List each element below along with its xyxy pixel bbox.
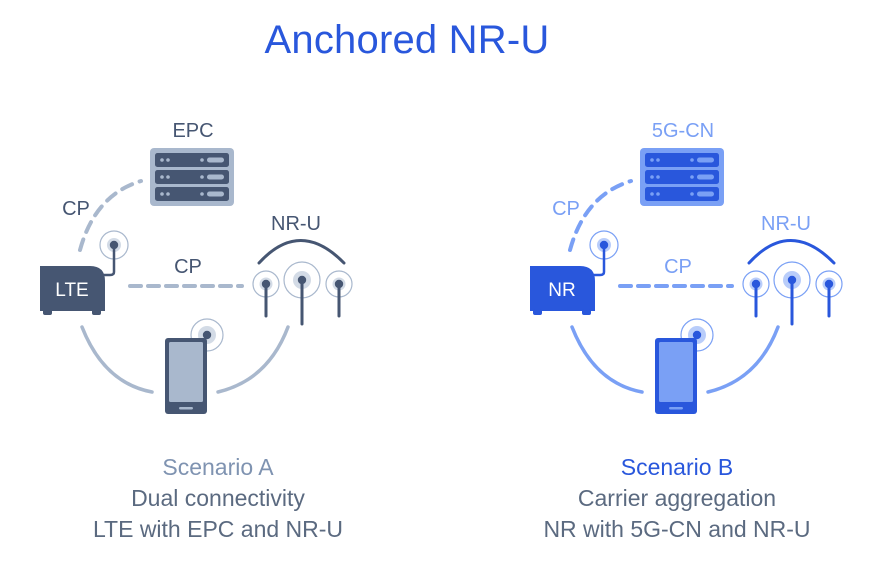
base-station-foot <box>92 309 101 315</box>
server-unit <box>155 170 229 184</box>
server-rack-icon <box>640 148 724 206</box>
server-led <box>690 158 694 162</box>
scenario-b-cp-upper-label: CP <box>552 198 580 220</box>
base-station-body <box>40 266 105 311</box>
server-led <box>690 192 694 196</box>
scenario-b-core-label: 5G-CN <box>652 120 714 142</box>
server-led <box>160 158 164 162</box>
smartphone-home-button <box>179 407 193 410</box>
scenario-a-cp-upper-label: CP <box>62 198 90 220</box>
server-unit <box>645 153 719 167</box>
server-unit <box>645 187 719 201</box>
server-unit <box>155 187 229 201</box>
radio-link-nru-device <box>216 325 290 394</box>
server-led <box>650 175 654 179</box>
server-led <box>650 158 654 162</box>
base-station-foot <box>533 309 542 315</box>
scenario-b-nru-label: NR-U <box>761 213 811 235</box>
server-unit <box>155 153 229 167</box>
server-led <box>656 175 660 179</box>
smartphone-icon <box>165 338 207 414</box>
scenario-a-base-station-icon: LTE <box>40 266 105 315</box>
scenario-a-description: LTE with EPC and NR-U <box>92 516 344 542</box>
nru-antenna-icon <box>742 270 770 318</box>
server-bar <box>697 174 714 180</box>
base-station-foot <box>582 309 591 315</box>
server-bar <box>697 157 714 163</box>
server-bar <box>207 174 224 180</box>
server-unit <box>645 170 719 184</box>
server-bar <box>207 191 224 197</box>
nru-antenna-icon <box>325 270 353 318</box>
scenario-a-nru-label: NR-U <box>271 213 321 235</box>
scenario-b-mode: Carrier aggregation <box>577 485 777 511</box>
nru-antenna-icon <box>283 261 321 326</box>
server-led <box>690 175 694 179</box>
server-led <box>160 175 164 179</box>
base-station-foot <box>43 309 52 315</box>
radio-link-base-device <box>570 325 644 394</box>
server-led <box>200 175 204 179</box>
server-led <box>656 192 660 196</box>
smartphone-home-button <box>669 407 683 410</box>
smartphone-screen <box>659 342 693 402</box>
nru-antenna-icon <box>252 270 280 318</box>
server-led <box>166 175 170 179</box>
server-led <box>200 192 204 196</box>
server-led <box>166 192 170 196</box>
nru-antenna-icon <box>773 261 811 326</box>
server-led <box>650 192 654 196</box>
base-station-mast <box>590 245 606 277</box>
scenario-b-diagram: 5G-CN CP CP NR NR-U <box>530 120 843 414</box>
base-station-mast <box>100 245 116 277</box>
scenario-b-description: NR with 5G-CN and NR-U <box>543 516 811 542</box>
scenario-b-base-label: NR <box>548 280 575 301</box>
scenario-a-caption: Scenario A Dual connectivity LTE with EP… <box>0 452 438 545</box>
scenario-a-title: Scenario A <box>162 454 274 480</box>
server-bar <box>207 157 224 163</box>
page-title: Anchored NR-U <box>264 18 550 62</box>
server-led <box>656 158 660 162</box>
control-plane-link-core <box>78 179 143 252</box>
smartphone-screen <box>169 342 203 402</box>
scenario-b-base-station-icon: NR <box>530 266 595 315</box>
scenario-a-mode: Dual connectivity <box>131 485 305 511</box>
scenario-a-diagram: EPC CP CP LTE NR-U <box>40 120 353 414</box>
radio-link-nru-device <box>706 325 780 394</box>
scenario-a-cp-middle-label: CP <box>174 256 202 278</box>
scenario-b-caption: Scenario B Carrier aggregation NR with 5… <box>457 452 894 545</box>
server-led <box>166 158 170 162</box>
scenario-b-cp-middle-label: CP <box>664 256 692 278</box>
server-bar <box>697 191 714 197</box>
device-signal-dot <box>692 330 702 340</box>
base-station-body <box>530 266 595 311</box>
smartphone-icon <box>655 338 697 414</box>
server-led <box>200 158 204 162</box>
control-plane-link-core <box>568 179 633 252</box>
scenario-a-base-label: LTE <box>55 280 88 301</box>
scenario-a-core-label: EPC <box>172 120 213 142</box>
server-rack-icon <box>150 148 234 206</box>
nru-coverage-arc <box>257 239 346 265</box>
nru-coverage-arc <box>747 239 836 265</box>
nru-antenna-icon <box>815 270 843 318</box>
scenario-b-title: Scenario B <box>620 454 734 480</box>
device-signal-dot <box>202 330 212 340</box>
radio-link-base-device <box>80 325 154 394</box>
server-led <box>160 192 164 196</box>
